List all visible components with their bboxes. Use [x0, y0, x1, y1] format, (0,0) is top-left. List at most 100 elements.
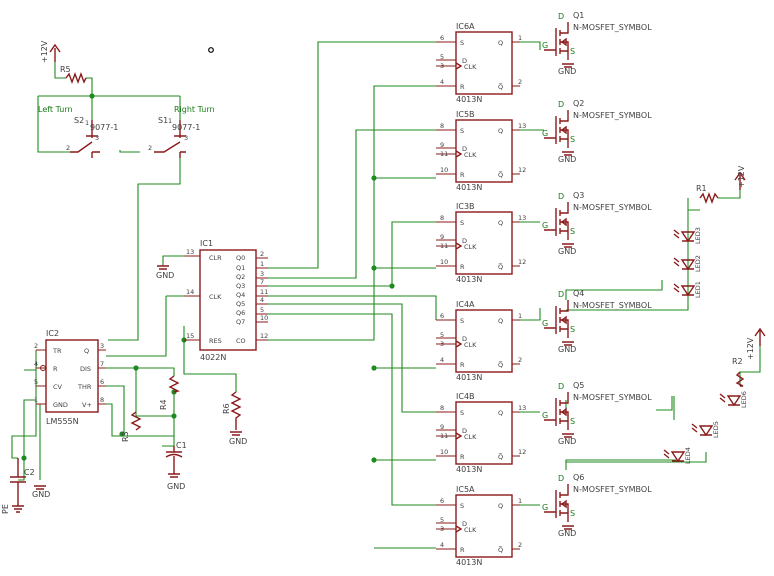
svg-text:Q2: Q2: [236, 273, 245, 281]
svg-text:S1: S1: [158, 116, 168, 125]
svg-text:9: 9: [440, 423, 444, 431]
svg-text:4022N: 4022N: [200, 353, 226, 362]
led-2: LED2: [673, 255, 702, 272]
svg-text:S: S: [570, 325, 575, 334]
svg-text:D: D: [558, 100, 564, 109]
svg-text:IC2: IC2: [46, 329, 59, 338]
svg-text:CLR: CLR: [209, 254, 222, 262]
svg-text:D: D: [462, 520, 467, 528]
svg-text:LED2: LED2: [694, 255, 702, 272]
svg-text:1: 1: [85, 119, 89, 127]
capacitor-c1: C1: [165, 441, 187, 474]
svg-text:4: 4: [260, 296, 264, 304]
svg-text:3: 3: [100, 342, 104, 350]
svg-text:Q3: Q3: [573, 191, 584, 200]
svg-text:9: 9: [440, 141, 444, 149]
svg-text:8: 8: [440, 122, 444, 130]
svg-text:D: D: [558, 192, 564, 201]
svg-text:3: 3: [95, 134, 99, 142]
svg-text:S: S: [570, 135, 575, 144]
svg-text:Q6: Q6: [573, 473, 584, 482]
svg-text:4013N: 4013N: [456, 95, 482, 104]
svg-text:6: 6: [440, 312, 444, 320]
svg-text:Q: Q: [498, 502, 503, 510]
svg-text:3: 3: [440, 340, 444, 348]
svg-text:3: 3: [184, 134, 188, 142]
svg-text:Q̅: Q̅: [498, 262, 503, 271]
svg-text:5: 5: [34, 378, 38, 386]
svg-text:IC1: IC1: [200, 239, 213, 248]
svg-text:C1: C1: [176, 441, 187, 450]
svg-text:1: 1: [260, 260, 264, 268]
svg-text:5: 5: [440, 331, 444, 339]
resistor-r1: R1: [696, 184, 719, 204]
svg-text:4: 4: [440, 78, 444, 86]
svg-text:S: S: [460, 39, 464, 47]
svg-text:R5: R5: [60, 65, 71, 74]
svg-text:Q4: Q4: [573, 289, 584, 298]
svg-text:Q3: Q3: [236, 282, 245, 290]
svg-text:D: D: [558, 382, 564, 391]
led-6: LED6: [719, 391, 748, 408]
svg-text:8: 8: [100, 396, 104, 404]
svg-text:12: 12: [260, 332, 268, 340]
svg-text:R: R: [53, 365, 58, 373]
svg-text:G: G: [542, 319, 548, 328]
svg-text:GND: GND: [53, 401, 68, 409]
svg-text:DIS: DIS: [80, 365, 91, 373]
svg-text:Q̅: Q̅: [498, 545, 503, 554]
svg-text:1: 1: [518, 34, 522, 42]
svg-text:13: 13: [518, 404, 526, 412]
svg-text:N-MOSFET_SYMBOL: N-MOSFET_SYMBOL: [573, 111, 652, 120]
svg-text:Left Turn: Left Turn: [38, 105, 73, 114]
svg-text:GND: GND: [156, 271, 174, 280]
svg-text:4013N: 4013N: [456, 373, 482, 382]
svg-text:8: 8: [440, 214, 444, 222]
svg-text:+12V: +12V: [737, 165, 746, 188]
svg-text:G: G: [542, 129, 548, 138]
svg-text:2: 2: [518, 541, 522, 549]
vcc-symbol-r1: +12V: [734, 165, 746, 190]
svg-text:D: D: [558, 474, 564, 483]
svg-text:1: 1: [518, 312, 522, 320]
svg-text:2: 2: [66, 144, 70, 152]
switch-s1: Right Turn S1 9077-1 2 3 1: [148, 105, 215, 158]
flipflops: IC6A4013NSDCLKRQQ̅653412IC5B4013NSDCLKRQ…: [436, 22, 526, 567]
svg-text:Q̅: Q̅: [498, 452, 503, 461]
svg-text:GND: GND: [558, 67, 576, 76]
led-3: LED3: [673, 227, 702, 244]
svg-text:IC5A: IC5A: [456, 485, 475, 494]
svg-text:N-MOSFET_SYMBOL: N-MOSFET_SYMBOL: [573, 485, 652, 494]
svg-text:S: S: [570, 509, 575, 518]
svg-text:LED3: LED3: [694, 227, 702, 244]
svg-text:5: 5: [260, 306, 264, 314]
svg-text:12: 12: [518, 166, 526, 174]
svg-text:Q2: Q2: [573, 99, 584, 108]
svg-text:6: 6: [440, 34, 444, 42]
svg-text:3: 3: [440, 525, 444, 533]
resistor-r4: R4: [159, 375, 181, 410]
svg-text:S: S: [460, 409, 464, 417]
svg-text:IC3B: IC3B: [456, 202, 475, 211]
svg-text:Q1: Q1: [573, 11, 584, 20]
svg-text:Q6: Q6: [236, 309, 245, 317]
ic1-counter: IC1 4022N CLR CLK RES Q0 Q1 Q2 Q3 Q4 Q5 …: [184, 239, 268, 362]
svg-text:D: D: [462, 237, 467, 245]
svg-text:D: D: [462, 335, 467, 343]
svg-text:4013N: 4013N: [456, 558, 482, 567]
svg-text:CLK: CLK: [464, 341, 477, 349]
svg-text:R: R: [460, 171, 465, 179]
svg-text:G: G: [542, 503, 548, 512]
svg-text:Q: Q: [498, 317, 503, 325]
svg-text:LED4: LED4: [684, 447, 692, 464]
svg-text:IC5B: IC5B: [456, 110, 475, 119]
svg-text:Q0: Q0: [236, 254, 245, 262]
svg-text:4: 4: [34, 360, 38, 368]
